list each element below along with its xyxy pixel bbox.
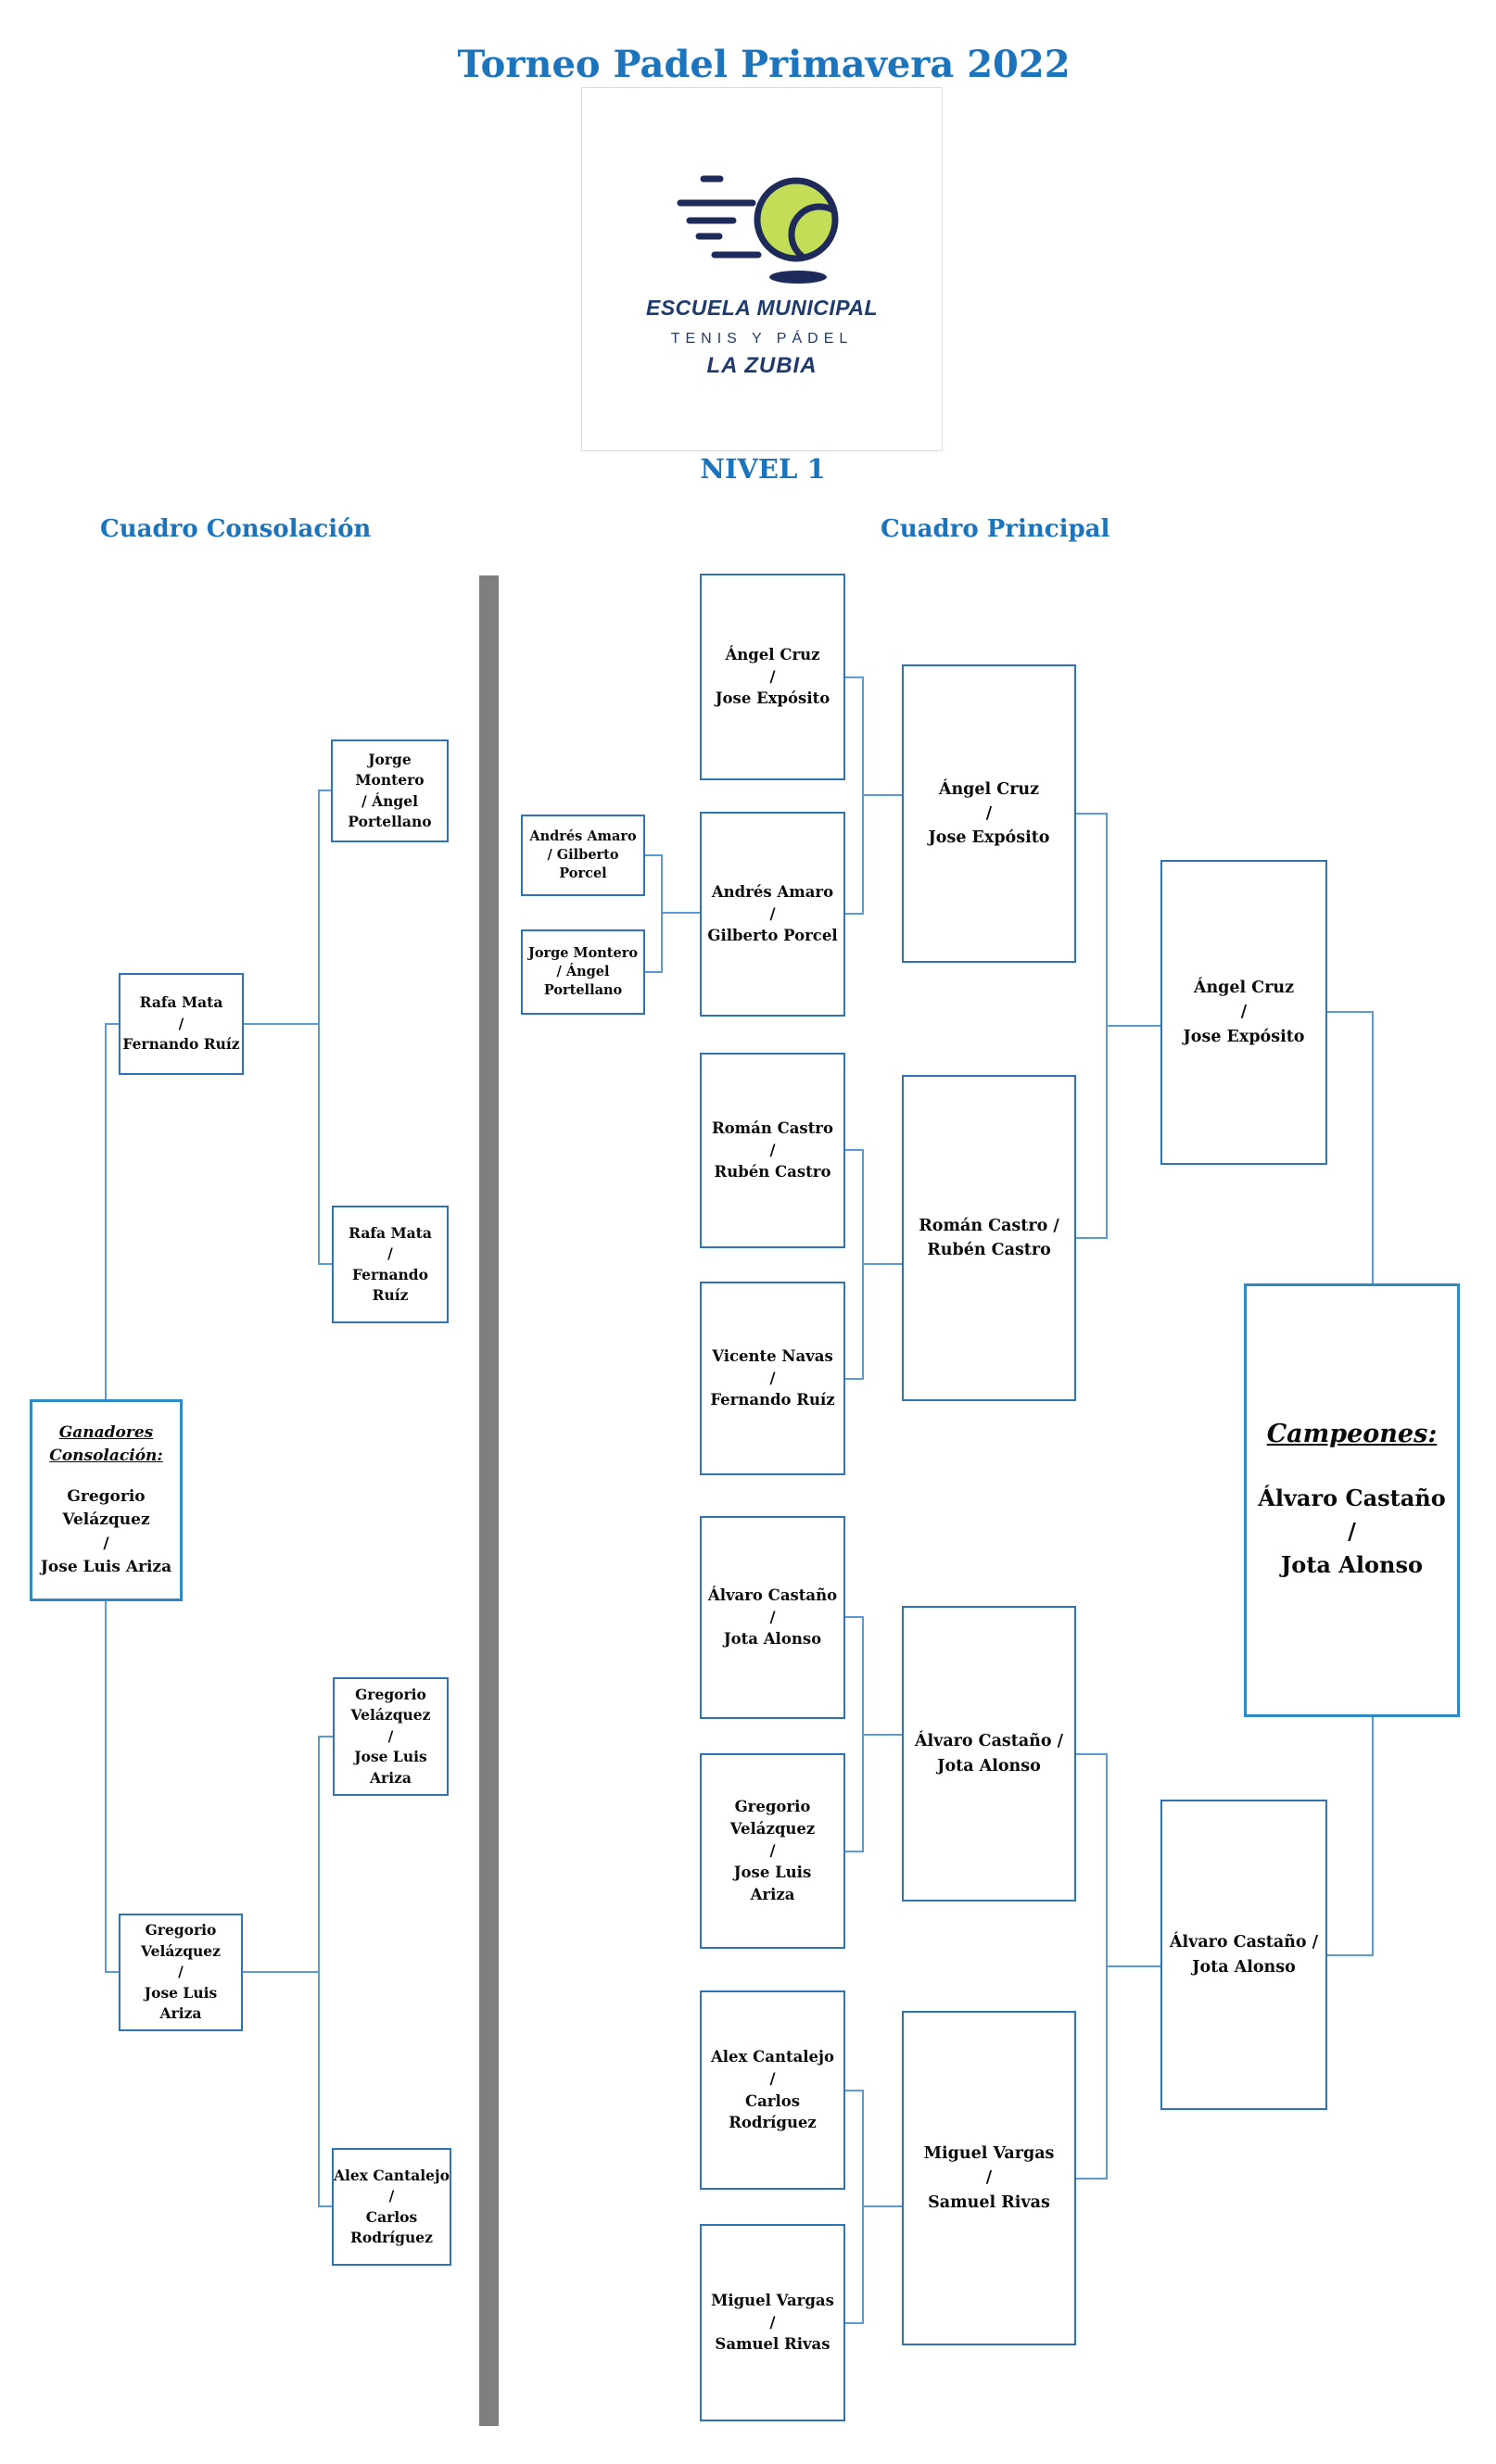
main-round2-box: Román Castro / Rubén Castro [700,1053,845,1248]
connector-line [862,1734,902,1736]
connector-line [645,971,661,973]
main-round2-box: Álvaro Castaño / Jota Alonso [700,1516,845,1719]
consolation-match-box: Alex Cantalejo / Carlos Rodríguez [332,2148,451,2266]
connector-line [1106,1965,1160,1967]
main-round4-box: Álvaro Castaño / Jota Alonso [1160,1800,1327,2110]
main-round1-box: Jorge Montero / Ángel Portellano [521,929,645,1015]
bracket-divider [479,575,499,2426]
connector-line [845,2322,862,2324]
connector-line [862,794,902,796]
logo-city: LA ZUBIA [706,353,818,378]
connector-line [318,1263,333,1265]
connector-line [318,790,333,791]
connector-line [645,854,661,856]
connector-line [845,676,862,678]
consolation-match-box: Rafa Mata / Fernando Ruíz [332,1206,449,1323]
main-round3-box: Miguel Vargas / Samuel Rivas [902,2011,1076,2345]
main-round4-box: Ángel Cruz / Jose Expósito [1160,860,1327,1165]
main-round2-box: Miguel Vargas / Samuel Rivas [700,2224,845,2421]
connector-line [318,790,320,1265]
consolation-match-box: Gregorio Velázquez / Jose Luis Ariza [119,1914,243,2031]
page-title: Torneo Padel Primavera 2022 [457,43,1071,86]
main-round3-box: Álvaro Castaño / Jota Alonso [902,1606,1076,1902]
connector-line [318,1736,334,1737]
consolation-winners-heading: Ganadores Consolación: [49,1422,163,1466]
logo-subtitle: TENIS Y PÁDEL [670,331,854,347]
consolation-match-box: Jorge Montero / Ángel Portellano [331,739,449,842]
logo-school-name: ESCUELA MUNICIPAL [646,296,878,320]
main-round2-box: Andrés Amaro / Gilberto Porcel [700,812,845,1017]
connector-line [243,1971,318,1973]
main-round2-box: Vicente Navas / Fernando Ruíz [700,1282,845,1475]
connector-line [1327,1954,1372,1956]
main-round1-box: Andrés Amaro / Gilberto Porcel [521,815,645,896]
connector-line [1076,813,1106,815]
connector-line [845,1851,862,1852]
main-round3-box: Román Castro / Rubén Castro [902,1075,1076,1401]
main-round2-box: Gregorio Velázquez / Jose Luis Ariza [700,1753,845,1949]
tennis-ball-logo-icon [677,175,839,284]
consolation-match-box: Gregorio Velázquez / Jose Luis Ariza [333,1677,449,1796]
main-header: Cuadro Principal [881,515,1110,543]
consolation-header: Cuadro Consolación [100,515,372,543]
connector-line [845,913,862,915]
connector-line [1076,1237,1106,1239]
connector-line [845,1378,862,1380]
connector-line [318,1736,320,2207]
champions-heading: Campeones: [1266,1419,1438,1448]
champions-team: Álvaro Castaño / Jota Alonso [1258,1484,1446,1578]
logo-frame: ESCUELA MUNICIPAL TENIS Y PÁDEL LA ZUBIA [581,87,943,451]
connector-line [105,1023,120,1025]
main-round2-box: Ángel Cruz / Jose Expósito [700,574,845,780]
level-label: NIVEL 1 [700,453,826,485]
champions-box: Campeones: Álvaro Castaño / Jota Alonso [1244,1283,1460,1717]
connector-line [862,1263,902,1265]
connector-line [105,1971,120,1973]
connector-line [845,1149,862,1151]
main-round3-box: Ángel Cruz / Jose Expósito [902,664,1076,963]
connector-line [1076,2178,1106,2180]
connector-line [845,2090,862,2091]
consolation-match-box: Rafa Mata / Fernando Ruíz [119,973,244,1075]
connector-line [318,2205,333,2207]
connector-line [862,2205,902,2207]
connector-line [661,912,700,914]
consolation-winners-team: Gregorio Velázquez / Jose Luis Ariza [40,1486,172,1577]
consolation-winners-box: Ganadores Consolación: Gregorio Velázque… [30,1399,183,1601]
connector-line [1327,1011,1372,1013]
connector-line [244,1023,318,1025]
connector-line [1076,1753,1106,1755]
main-round2-box: Alex Cantalejo / Carlos Rodríguez [700,1990,845,2190]
connector-line [845,1616,862,1618]
connector-line [1106,1025,1160,1027]
connector-line [661,854,663,973]
